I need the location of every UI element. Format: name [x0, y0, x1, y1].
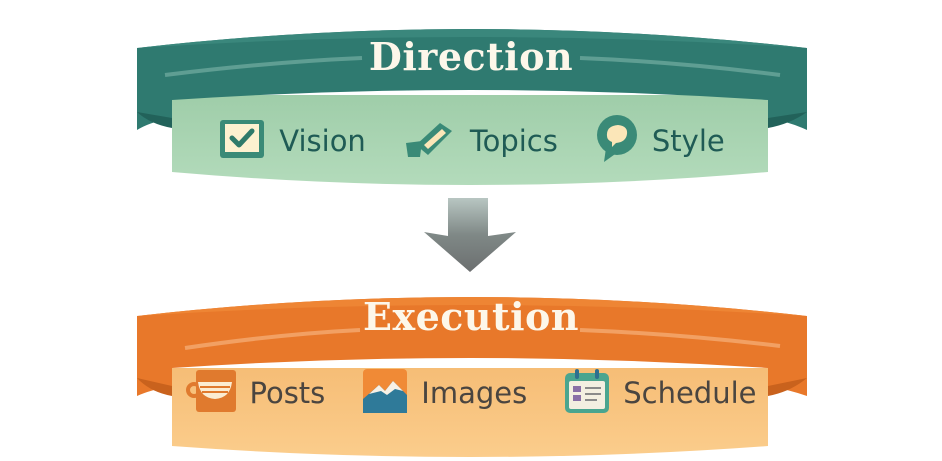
direction-items: Vision Topics Style — [0, 114, 942, 168]
execution-tier: Execution Posts Images — [0, 268, 942, 461]
item-label: Posts — [249, 376, 326, 410]
down-arrow-icon — [424, 198, 516, 272]
execution-items: Posts Images — [0, 366, 942, 420]
execution-title: Execution — [362, 294, 580, 339]
checkbox-icon — [217, 117, 267, 165]
item-label: Topics — [469, 124, 558, 158]
pencil-eraser-icon — [402, 117, 458, 165]
mountain-image-icon — [361, 367, 409, 419]
direction-tier: Direction Vision Topics — [0, 0, 942, 200]
item-topics: Topics — [402, 117, 558, 165]
connector-arrow — [410, 196, 530, 280]
calendar-icon — [563, 367, 611, 419]
item-posts: Posts — [185, 368, 326, 418]
mug-icon — [185, 368, 238, 418]
speech-bubble-icon — [594, 114, 640, 168]
execution-band — [137, 297, 807, 457]
item-images: Images — [361, 367, 527, 419]
direction-title: Direction — [368, 34, 574, 79]
item-label: Vision — [279, 124, 366, 158]
item-schedule: Schedule — [563, 367, 757, 419]
item-label: Images — [421, 376, 528, 410]
item-label: Style — [651, 124, 725, 158]
item-style: Style — [594, 114, 725, 168]
item-label: Schedule — [623, 376, 757, 410]
item-vision: Vision — [217, 117, 366, 165]
direction-band — [137, 29, 807, 185]
